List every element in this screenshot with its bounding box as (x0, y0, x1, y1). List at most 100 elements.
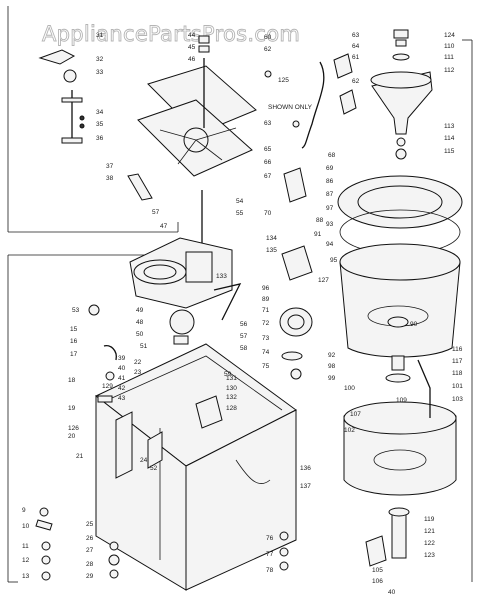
hose-bracket-parts (264, 53, 357, 203)
callout-c29: 125 (278, 77, 289, 84)
callout-c84: 20 (68, 433, 76, 440)
callout-c47: 47 (160, 223, 168, 230)
callout-c100: 9 (22, 507, 26, 514)
callout-c105: 72 (262, 320, 270, 327)
callout-c48: 48 (136, 319, 144, 326)
callout-c96: 41 (118, 375, 126, 382)
callout-c61: 36 (96, 135, 104, 142)
callout-c88: 24 (140, 457, 148, 464)
callout-c70: 127 (318, 277, 329, 284)
callout-c3: 111 (444, 54, 454, 61)
motor-pump-parts (88, 245, 313, 380)
callout-c108: 75 (262, 363, 270, 370)
callout-c94: 39 (118, 355, 126, 362)
callout-c7: 115 (444, 148, 455, 155)
callout-c68: 135 (266, 247, 277, 254)
callout-c117: 106 (372, 578, 383, 585)
callout-c63: 38 (106, 175, 114, 182)
transmission-assembly (129, 237, 233, 345)
callout-c16: 109 (396, 397, 407, 404)
callout-c12: 103 (452, 396, 463, 403)
callout-c26: 64 (352, 43, 360, 50)
callout-c76: 133 (216, 273, 227, 280)
callout-c31: 62 (352, 78, 360, 85)
callout-c73: 130 (226, 385, 237, 392)
callout-c71: 128 (226, 405, 237, 412)
callout-c60: 35 (96, 121, 104, 128)
callout-c66: 46 (188, 56, 196, 63)
callout-c101: 10 (22, 523, 30, 530)
callout-c49: 49 (136, 307, 144, 314)
callout-c119: 71 (262, 307, 270, 314)
callout-c42: 89 (262, 296, 270, 303)
callout-c114: 122 (424, 540, 435, 547)
callout-c18: 98 (328, 363, 336, 370)
callout-c97: 42 (118, 385, 126, 392)
callout-c51: 51 (140, 343, 148, 350)
callout-c64: 44 (188, 32, 196, 39)
callout-c21: 95 (330, 257, 338, 264)
callout-c50: 50 (136, 331, 144, 338)
callout-c115: 123 (424, 552, 435, 559)
callout-c19: 99 (328, 375, 336, 382)
callout-c67: 134 (266, 235, 277, 242)
callout-c111: 78 (266, 567, 274, 574)
callout-c45: 54 (236, 198, 244, 205)
callout-c112: 119 (424, 516, 435, 523)
callout-c10: 118 (452, 370, 463, 377)
handwritten-note: SHOWN ONLY (268, 104, 313, 111)
callout-c55: 59 (224, 371, 232, 378)
callout-c78: 137 (300, 483, 311, 490)
callout-c109: 76 (266, 535, 274, 542)
callout-c38: 70 (264, 210, 272, 217)
callout-c80: 16 (70, 338, 78, 345)
callout-c106: 73 (262, 335, 270, 342)
callout-c34: 66 (264, 159, 272, 166)
callout-c9: 117 (452, 358, 463, 365)
callout-c113: 121 (424, 528, 435, 535)
callout-c4: 112 (444, 67, 455, 74)
callout-c104: 13 (22, 573, 30, 580)
callout-c83: 19 (68, 405, 76, 412)
callout-c72: 129 (102, 383, 113, 390)
callout-c118: 40 (388, 589, 396, 596)
lid-hinge-parts (38, 49, 153, 201)
callout-c82: 18 (68, 377, 76, 384)
callout-c116: 105 (372, 567, 383, 574)
callout-c41: 88 (316, 217, 324, 224)
callout-c52: 56 (240, 321, 248, 328)
callout-c43: 91 (314, 231, 322, 238)
callout-c86: 22 (134, 359, 142, 366)
callout-c36: 68 (328, 152, 336, 159)
callout-c5: 113 (444, 123, 455, 130)
callout-c13: 100 (344, 385, 355, 392)
callout-c69: 126 (68, 425, 79, 432)
callout-c22: 93 (326, 221, 334, 228)
callout-c56: 31 (96, 32, 104, 39)
callout-c44: 53 (72, 307, 80, 314)
callout-c79: 15 (70, 326, 78, 333)
callout-c110: 77 (266, 551, 274, 558)
callout-c89: 25 (86, 521, 94, 528)
callout-c95: 40 (118, 365, 126, 372)
callout-c14: 102 (344, 427, 355, 434)
callout-c53: 57 (240, 333, 248, 340)
callout-c57: 32 (96, 56, 104, 63)
callout-c8: 116 (452, 346, 463, 353)
tub-and-basket (337, 175, 463, 567)
callout-c6: 114 (444, 135, 455, 142)
washer-cabinet (95, 343, 297, 591)
callout-c103: 12 (22, 557, 30, 564)
callout-c93: 29 (86, 573, 94, 580)
callout-c74: 131 (226, 375, 237, 382)
callout-c65: 45 (188, 44, 196, 51)
watermark: AppliancePartsPros.com (42, 22, 300, 46)
callout-c24: 62 (264, 46, 272, 53)
callout-c28: 57 (152, 209, 160, 216)
callout-c77: 136 (300, 465, 311, 472)
callout-c121: 97 (326, 205, 334, 212)
callout-c99: 52 (150, 465, 158, 472)
callout-c1: 124 (444, 32, 455, 39)
callout-c62: 37 (106, 163, 114, 170)
